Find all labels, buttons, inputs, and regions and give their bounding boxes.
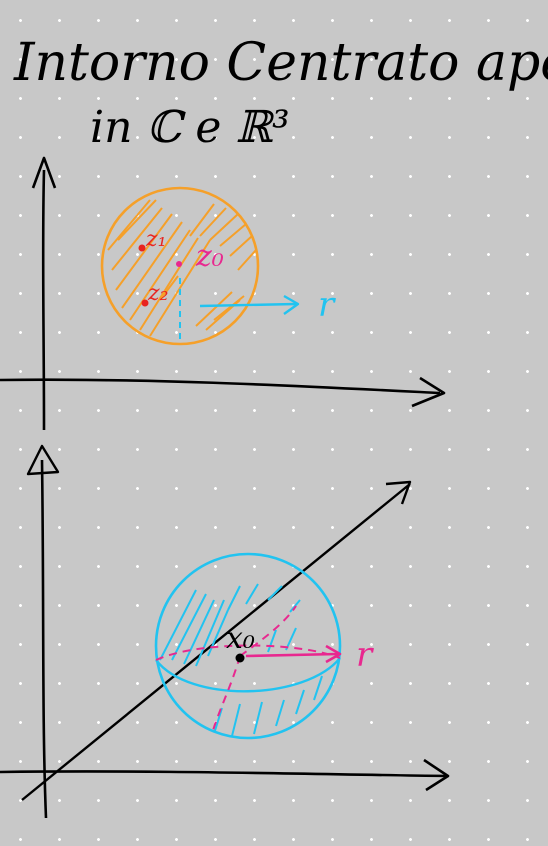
depth-axis-arrow [385, 480, 412, 505]
ball-equator-back [155, 644, 341, 661]
y-axis-top [41, 169, 46, 431]
x-axis-top-arrow [411, 376, 446, 408]
x-axis-bottom [0, 770, 447, 778]
ball-radius-head [325, 644, 342, 664]
disc-center-label: z₀ [195, 239, 224, 274]
ball-meridian-lower [211, 655, 241, 735]
disc-point-z1 [138, 244, 146, 252]
disc-center-dot [176, 261, 182, 267]
disc-point-z1-label: z₁ [145, 227, 166, 252]
complex-plane-diagram: z₀ r z₁ z₂ [0, 156, 446, 431]
z-axis-arrow [26, 444, 60, 476]
ball-radius [245, 652, 339, 658]
ball-radius-label: r [356, 635, 374, 675]
disc-radius-label: r [318, 285, 336, 325]
note-title: Intorno Centrato aperto [13, 33, 548, 93]
ball-equator-front [155, 657, 341, 693]
disc-radius-pointer [199, 302, 297, 308]
note-subtitle: in ℂ e ℝ³ [90, 102, 290, 153]
ball-center-dot [235, 653, 245, 663]
depth-axis [21, 483, 411, 801]
disc-hatching [107, 199, 257, 337]
r3-diagram: x₀ r [0, 444, 450, 819]
ball-hatching [159, 583, 323, 737]
y-axis-top-arrow [31, 156, 57, 189]
open-disc [100, 186, 260, 346]
x-axis-bottom-arrow [423, 758, 450, 792]
open-ball [154, 552, 342, 740]
z-axis [40, 459, 48, 819]
x-axis-top [0, 378, 441, 395]
ball-meridian-upper [239, 605, 297, 657]
ball-center-label: x₀ [226, 621, 255, 656]
disc-point-z2-label: z₂ [147, 281, 168, 306]
disc-point-z2 [141, 299, 149, 307]
disc-radius-pointer-head [283, 294, 300, 315]
